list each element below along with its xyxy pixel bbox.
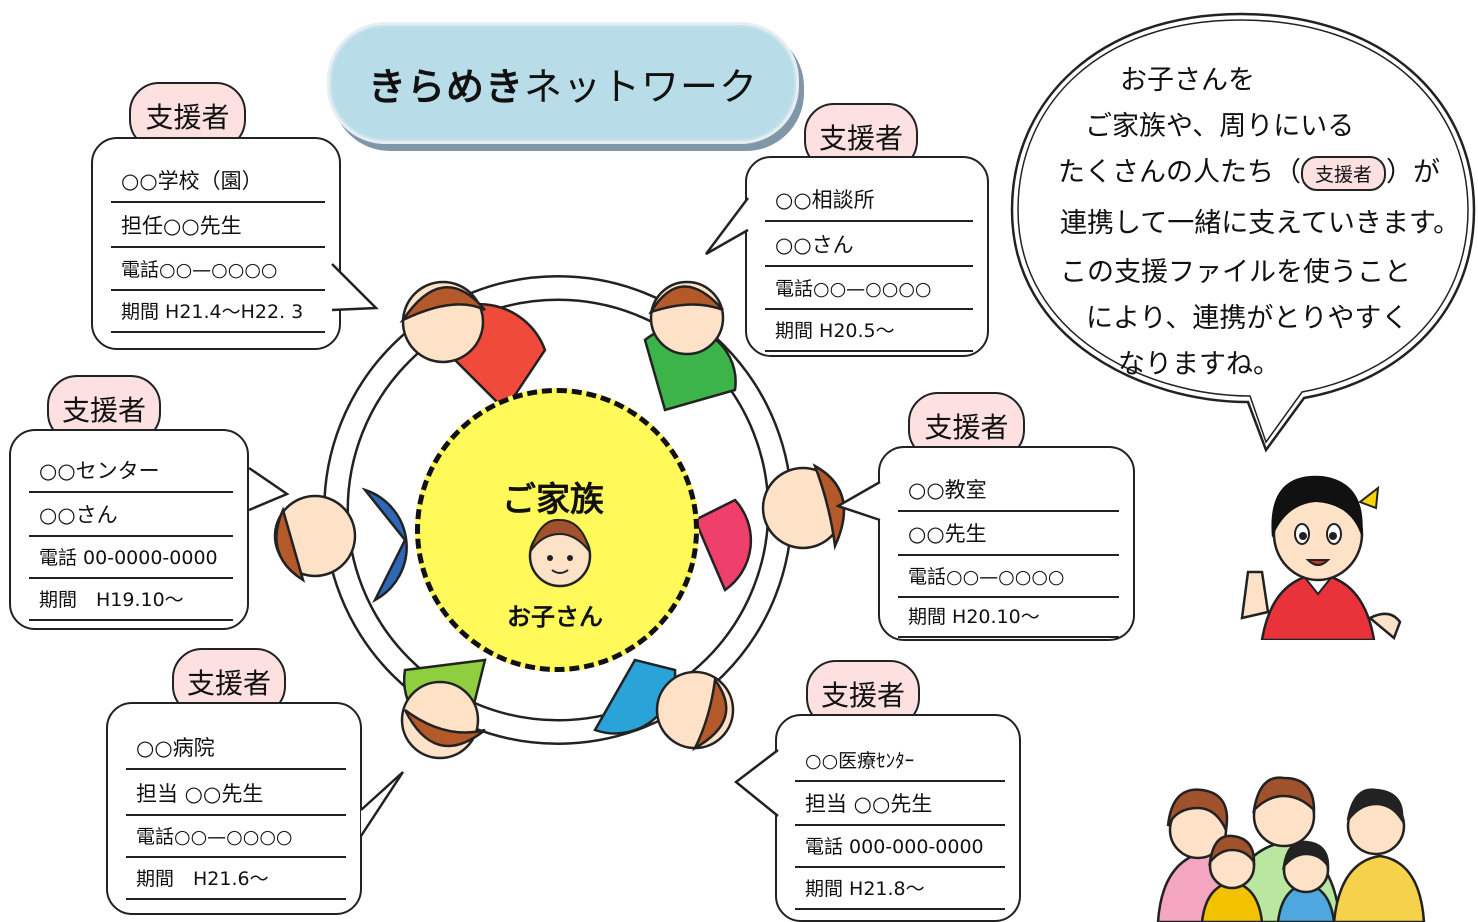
card-line: ○○相談所 bbox=[765, 178, 973, 222]
card-line: ○○さん bbox=[765, 223, 973, 267]
supporter-card-medical: ○○医療ｾﾝﾀｰ 担当 ○○先生 電話 000-000-0000 期間 H21.… bbox=[775, 714, 1021, 922]
speech-line: たくさんの人たち（支援者）が bbox=[1058, 150, 1440, 191]
speech-line: ご家族や、周りにいる bbox=[1085, 111, 1355, 142]
card-line: ○○さん bbox=[29, 493, 233, 537]
supporter-card-consult: ○○相談所 ○○さん 電話○○—○○○○ 期間 H20.5～ bbox=[745, 156, 989, 357]
bubble-tail bbox=[836, 480, 881, 522]
card-line: 電話○○—○○○○ bbox=[111, 247, 325, 291]
card-line: 期間 H21.8～ bbox=[795, 866, 1005, 910]
card-line: ○○センター bbox=[29, 449, 233, 493]
bubble-tail bbox=[331, 263, 379, 312]
speech-line: により、連携がとりやすく bbox=[1086, 303, 1409, 334]
family-illustration bbox=[1156, 776, 1426, 922]
speech-line: 連携して一緒に支えていきます。 bbox=[1060, 208, 1461, 239]
card-line: ○○教室 bbox=[898, 468, 1119, 512]
children-ring-illustration bbox=[273, 275, 846, 760]
bubble-tail bbox=[248, 466, 290, 512]
card-line: 電話○○—○○○○ bbox=[765, 266, 973, 310]
supporter-card-classroom: ○○教室 ○○先生 電話○○—○○○○ 期間 H20.10～ bbox=[878, 446, 1135, 641]
bubble-tail bbox=[734, 749, 779, 817]
card-line: 期間 H21.4～H22. 3 bbox=[111, 289, 325, 333]
title-bold: きらめき bbox=[367, 64, 524, 109]
card-line: ○○学校（園） bbox=[111, 159, 325, 203]
speech-line3-post: ）が bbox=[1386, 157, 1441, 188]
card-line: 担任○○先生 bbox=[111, 204, 325, 248]
title-rest: ネットワーク bbox=[524, 64, 759, 109]
card-line: 期間 H20.5～ bbox=[765, 308, 973, 352]
card-line: 電話○○—○○○○ bbox=[126, 814, 346, 858]
big-speech-bubble bbox=[1010, 12, 1476, 453]
supporter-mini-tag: 支援者 bbox=[1301, 156, 1387, 191]
card-line: 電話○○—○○○○ bbox=[898, 554, 1119, 598]
speech-line3-pre: たくさんの人たち（ bbox=[1058, 157, 1301, 188]
supporter-card-center: ○○センター ○○さん 電話 00-0000-0000 期間 H19.10～ bbox=[9, 429, 249, 630]
speech-line: この支援ファイルを使うこと bbox=[1060, 257, 1411, 288]
card-line: ○○病院 bbox=[126, 726, 346, 770]
bubble-tail bbox=[359, 771, 405, 837]
card-line: 担当 ○○先生 bbox=[795, 782, 1005, 826]
teacher-illustration bbox=[1240, 475, 1402, 640]
family-label: ご家族 bbox=[502, 480, 604, 520]
card-line: ○○先生 bbox=[898, 512, 1119, 556]
child-face-icon bbox=[528, 518, 592, 588]
supporter-card-hospital: ○○病院 担当 ○○先生 電話○○—○○○○ 期間 H21.6～ bbox=[106, 702, 362, 915]
card-line: ○○医療ｾﾝﾀｰ bbox=[795, 738, 1005, 782]
speech-line: お子さんを bbox=[1120, 65, 1255, 96]
card-line: 電話 000-000-0000 bbox=[795, 824, 1005, 868]
child-label: お子さん bbox=[507, 603, 603, 631]
card-line: 期間 H20.10～ bbox=[898, 594, 1119, 638]
card-line: 担当 ○○先生 bbox=[126, 772, 346, 816]
supporter-card-school: ○○学校（園） 担任○○先生 電話○○—○○○○ 期間 H21.4～H22. 3 bbox=[91, 137, 341, 350]
speech-line: なりますね。 bbox=[1118, 349, 1280, 380]
card-line: 期間 H19.10～ bbox=[29, 577, 233, 621]
bubble-tail bbox=[705, 197, 749, 256]
card-line: 期間 H21.6～ bbox=[126, 856, 346, 900]
title-banner: きらめきネットワーク bbox=[327, 22, 799, 144]
card-line: 電話 00-0000-0000 bbox=[29, 535, 233, 579]
